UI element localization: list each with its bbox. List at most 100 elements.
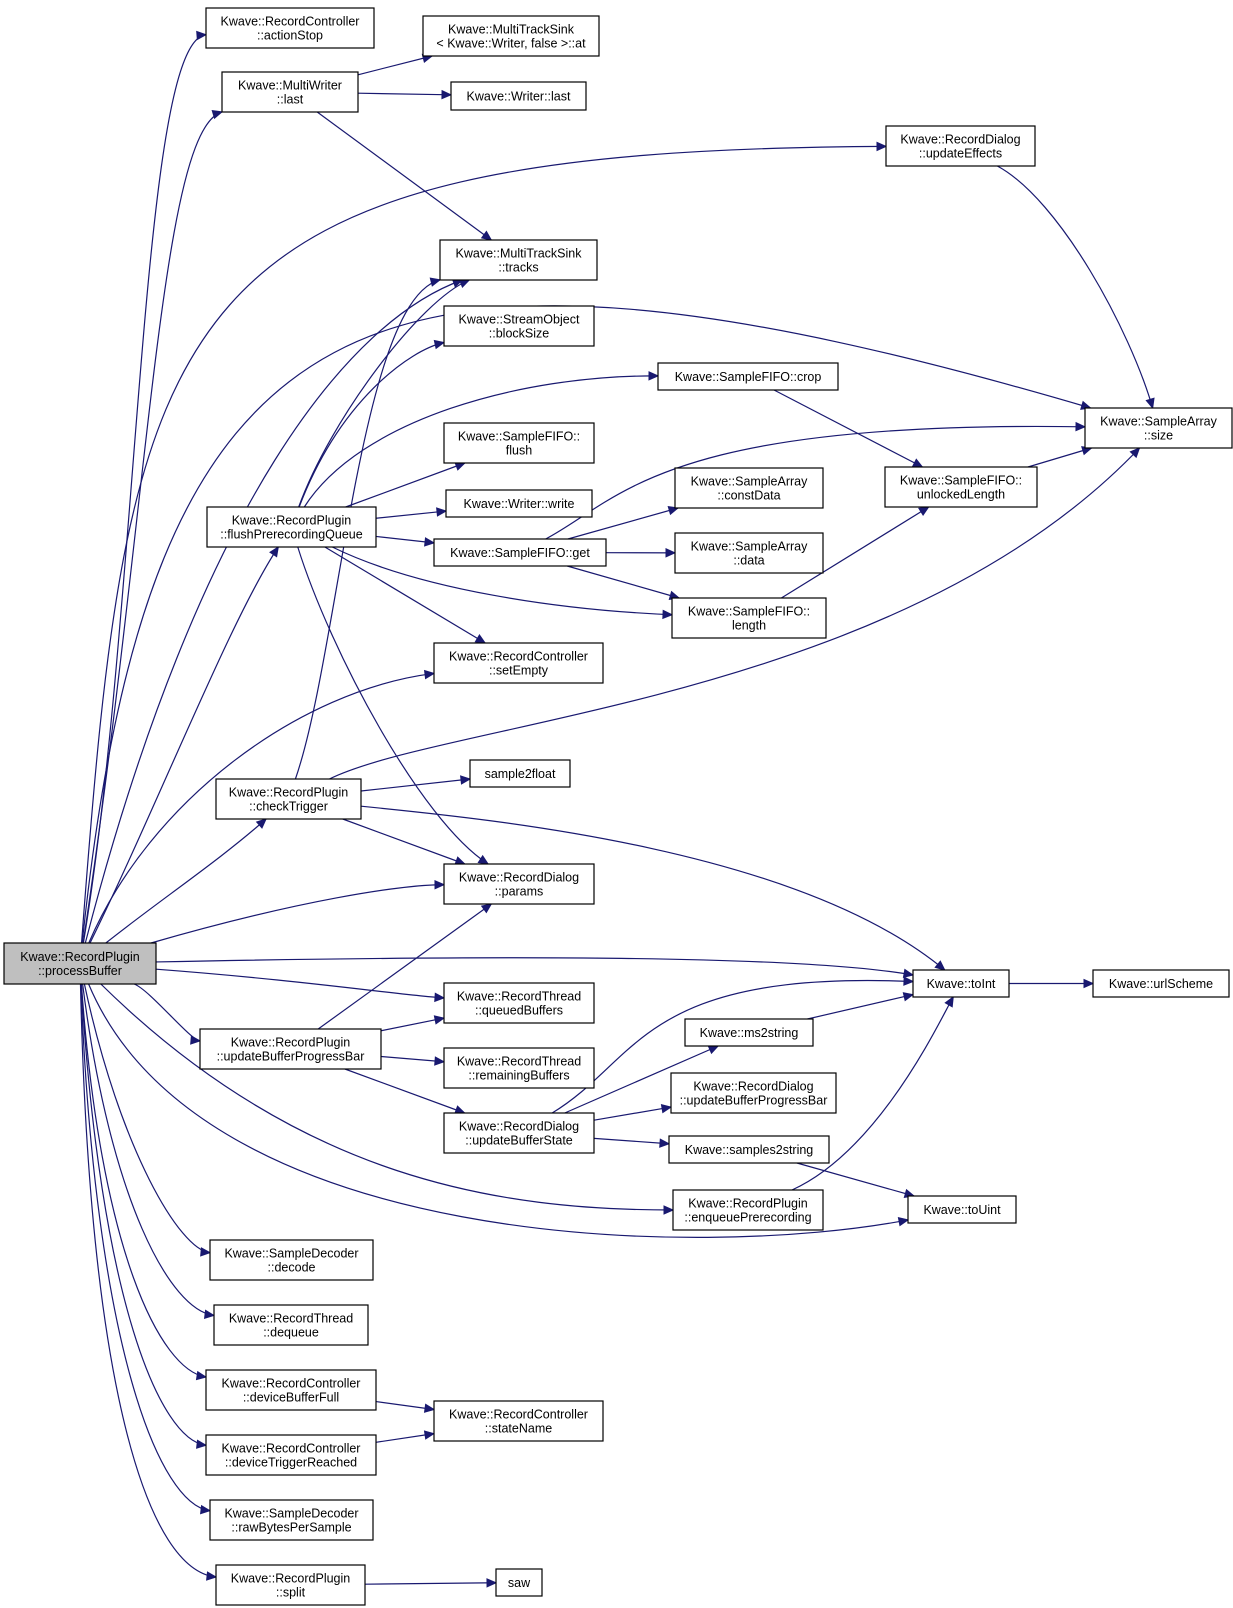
arrowhead-icon xyxy=(269,545,279,558)
graph-node[interactable]: Kwave::MultiWriter::last xyxy=(221,71,359,113)
graph-node[interactable]: sample2float xyxy=(469,759,571,788)
edge-arrow xyxy=(105,818,267,944)
arrowhead-icon xyxy=(911,458,924,468)
node-box xyxy=(671,597,827,639)
node-label: length xyxy=(732,619,766,633)
node-label: unlockedLength xyxy=(917,488,1005,502)
graph-node[interactable]: Kwave::RecordThread::dequeue xyxy=(213,1304,369,1346)
graph-node[interactable]: Kwave::RecordPlugin::checkTrigger xyxy=(215,778,362,820)
arrowhead-icon xyxy=(423,1403,436,1413)
graph-node[interactable]: Kwave::SampleArray::size xyxy=(1084,407,1233,449)
node-label: Kwave::SampleArray xyxy=(1100,415,1217,429)
node-label: Kwave::RecordController xyxy=(221,15,360,29)
node-label: Kwave::Writer::write xyxy=(464,497,575,511)
edge-arrow xyxy=(357,53,434,76)
edge-arrow xyxy=(332,546,674,620)
edges-layer xyxy=(79,30,1155,1588)
node-box xyxy=(221,71,359,113)
graph-node[interactable]: Kwave::StreamObject::blockSize xyxy=(443,305,595,347)
graph-node[interactable]: saw xyxy=(495,1568,543,1597)
graph-node[interactable]: Kwave::SampleFIFO::unlockedLength xyxy=(884,466,1038,508)
graph-node[interactable]: Kwave::RecordDialog::params xyxy=(443,863,595,905)
edge-arrow xyxy=(82,30,208,944)
node-label: ::size xyxy=(1144,429,1173,443)
edge-arrow xyxy=(303,371,660,508)
graph-node[interactable]: Kwave::MultiTrackSink::tracks xyxy=(439,239,598,281)
node-label: ::params xyxy=(495,885,544,899)
node-label: ::decode xyxy=(268,1261,316,1275)
edge-arrow xyxy=(150,879,446,944)
arrowhead-icon xyxy=(480,230,493,241)
root-node[interactable]: Kwave::RecordPlugin::processBuffer xyxy=(3,942,157,985)
edge-arrow xyxy=(807,992,915,1020)
edge-arrow xyxy=(360,805,946,971)
edge-arrow xyxy=(773,389,924,468)
graph-node[interactable]: Kwave::SampleArray::data xyxy=(674,532,824,574)
node-label: Kwave::RecordPlugin xyxy=(688,1197,808,1211)
edge-arrow xyxy=(79,983,218,1581)
node-label: ::tracks xyxy=(498,261,538,275)
edge-arrow xyxy=(297,546,490,865)
node-label: Kwave::RecordPlugin xyxy=(229,786,349,800)
edge-arrow xyxy=(997,165,1155,410)
graph-node[interactable]: Kwave::RecordController::deviceTriggerRe… xyxy=(205,1434,377,1476)
graph-node[interactable]: Kwave::Writer::last xyxy=(450,81,587,111)
edge-arrow xyxy=(155,957,915,979)
node-box xyxy=(213,1304,369,1346)
graph-node[interactable]: Kwave::MultiTrackSink< Kwave::Writer, fa… xyxy=(422,15,600,57)
graph-node[interactable]: Kwave::RecordPlugin::split xyxy=(215,1564,366,1606)
graph-node[interactable]: Kwave::RecordThread::remainingBuffers xyxy=(443,1047,595,1089)
node-label: ::processBuffer xyxy=(38,964,122,978)
graph-node[interactable]: Kwave::urlScheme xyxy=(1092,969,1230,998)
edge-arrow xyxy=(80,983,208,1381)
graph-node[interactable]: Kwave::RecordPlugin::enqueuePrerecording xyxy=(672,1189,824,1231)
node-label: ::dequeue xyxy=(263,1326,319,1340)
graph-node[interactable]: Kwave::toInt xyxy=(912,969,1010,998)
graph-node[interactable]: Kwave::SampleArray::constData xyxy=(674,467,824,509)
graph-node[interactable]: Kwave::RecordController::setEmpty xyxy=(433,642,604,684)
node-box xyxy=(674,467,824,509)
node-label: Kwave::samples2string xyxy=(685,1143,814,1157)
node-box xyxy=(668,1135,830,1164)
node-label: ::updateBufferProgressBar xyxy=(680,1094,828,1108)
node-label: Kwave::ms2string xyxy=(700,1026,799,1040)
graph-node[interactable]: Kwave::toUint xyxy=(907,1195,1017,1224)
graph-node[interactable]: Kwave::SampleFIFO::length xyxy=(671,597,827,639)
graph-node[interactable]: Kwave::ms2string xyxy=(684,1018,814,1047)
graph-node[interactable]: Kwave::RecordController::deviceBufferFul… xyxy=(205,1369,377,1411)
edge-arrow xyxy=(316,111,493,241)
arrowhead-icon xyxy=(1083,978,1095,989)
graph-node[interactable]: Kwave::RecordController::actionStop xyxy=(205,7,375,49)
node-label: Kwave::MultiTrackSink xyxy=(448,23,575,37)
node-label: ::rawBytesPerSample xyxy=(231,1521,351,1535)
graph-node[interactable]: Kwave::Writer::write xyxy=(445,489,593,518)
graph-node[interactable]: Kwave::RecordDialog::updateEffects xyxy=(885,125,1036,167)
graph-node[interactable]: Kwave::SampleDecoder::rawBytesPerSample xyxy=(209,1499,374,1541)
graph-node[interactable]: Kwave::RecordDialog::updateBufferState xyxy=(443,1112,595,1154)
graph-node[interactable]: Kwave::SampleFIFO::crop xyxy=(657,362,839,391)
graph-node[interactable]: Kwave::SampleFIFO::get xyxy=(433,538,607,567)
graph-node[interactable]: Kwave::RecordController::stateName xyxy=(433,1400,604,1442)
edge-arrow xyxy=(80,141,888,944)
node-box xyxy=(199,1028,382,1070)
arrowhead-icon xyxy=(200,1247,212,1257)
node-box xyxy=(885,125,1036,167)
graph-node[interactable]: Kwave::RecordPlugin::flushPrerecordingQu… xyxy=(206,506,377,548)
edge-arrow xyxy=(1027,446,1093,468)
graph-node[interactable]: Kwave::RecordThread::queuedBuffers xyxy=(443,982,595,1024)
arrowhead-icon xyxy=(434,992,446,1003)
graph-node[interactable]: Kwave::SampleFIFO::flush xyxy=(443,422,595,464)
arrowhead-icon xyxy=(196,30,208,41)
arrowhead-icon xyxy=(662,609,674,620)
graph-node[interactable]: Kwave::RecordPlugin::updateBufferProgres… xyxy=(199,1028,382,1070)
graph-node[interactable]: Kwave::samples2string xyxy=(668,1135,830,1164)
edge-arrow xyxy=(360,775,472,792)
node-label: ::updateBufferProgressBar xyxy=(217,1050,365,1064)
node-label: ::checkTrigger xyxy=(249,800,328,814)
arrowhead-icon xyxy=(934,960,946,971)
graph-node[interactable]: Kwave::RecordDialog::updateBufferProgres… xyxy=(670,1072,837,1114)
graph-node[interactable]: Kwave::SampleDecoder::decode xyxy=(209,1239,374,1281)
arrowhead-icon xyxy=(1075,421,1087,432)
node-label: Kwave::RecordDialog xyxy=(900,133,1020,147)
nodes-layer: Kwave::RecordPlugin::processBufferKwave:… xyxy=(3,7,1233,1606)
